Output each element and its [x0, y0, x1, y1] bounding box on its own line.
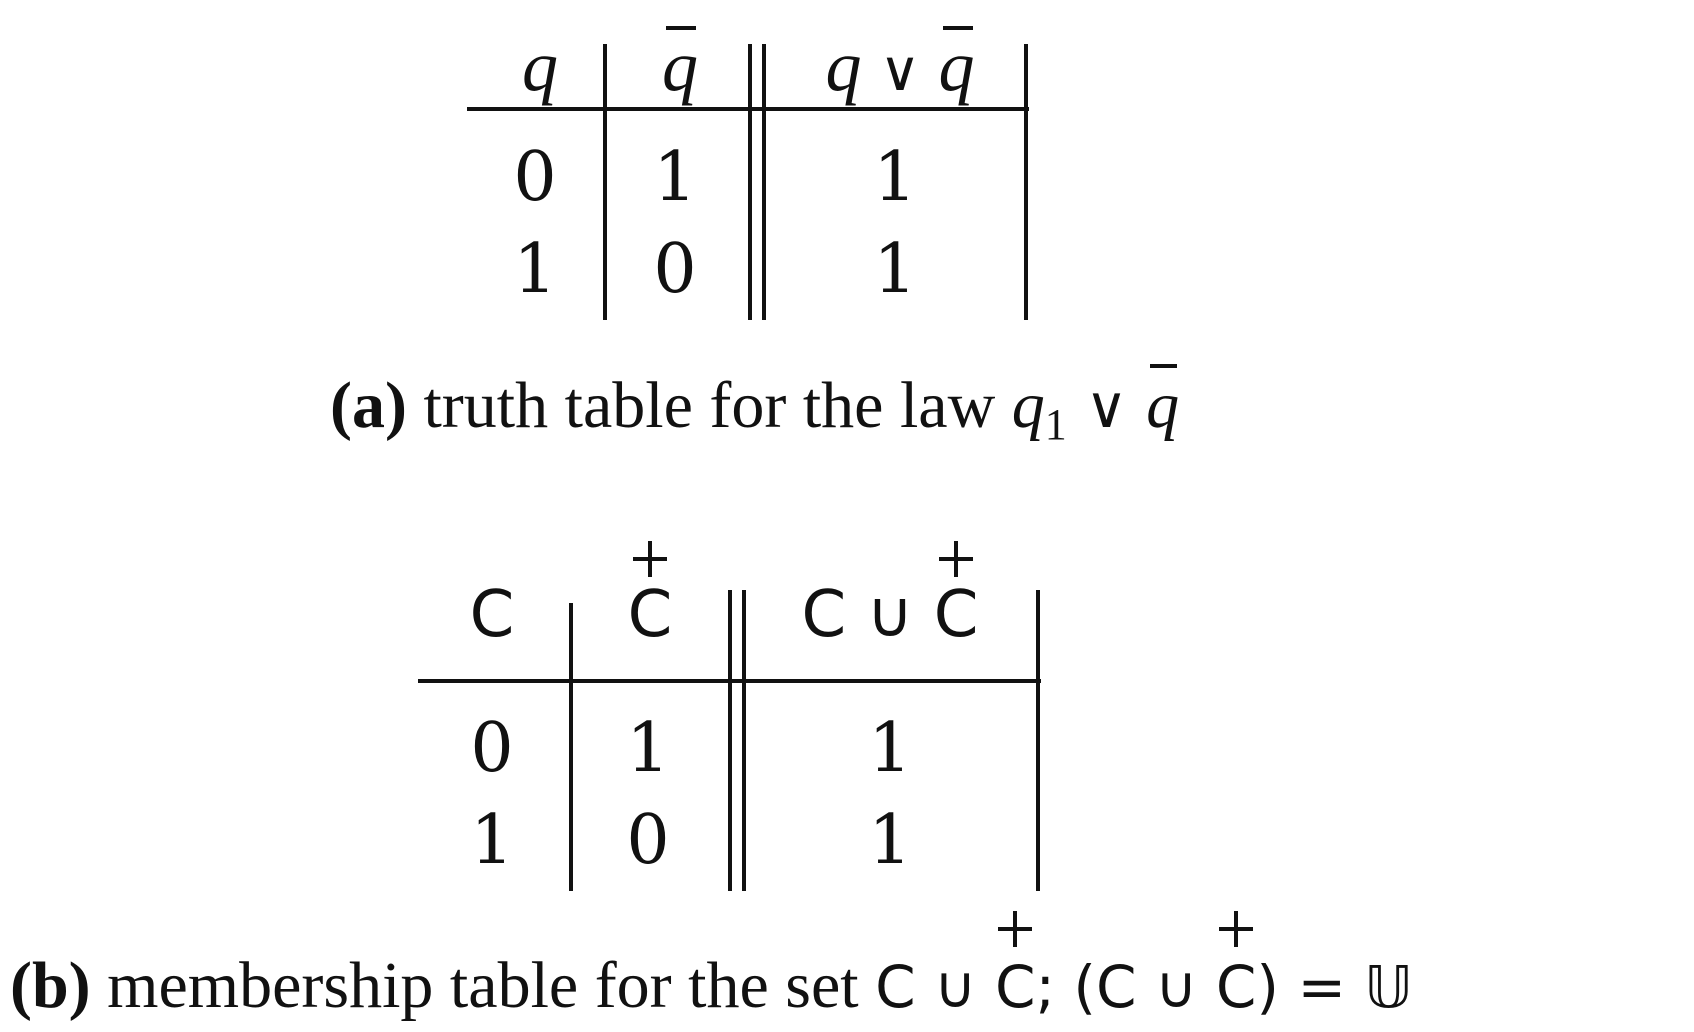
header-C: C: [469, 578, 515, 652]
cell-a-r1-c3: 1: [873, 138, 917, 217]
col-rule-a3: [762, 44, 766, 320]
col-rule-a4: [1024, 44, 1028, 320]
col-rule-b2: [728, 590, 732, 891]
caption-b-math-e: ) =: [1256, 953, 1365, 1021]
cell-b-r1-c1: 0: [470, 709, 514, 788]
cell-a-r1-c2: 1: [653, 138, 697, 217]
header-C-union: C ∪ C: [801, 578, 979, 652]
header-q: q: [522, 26, 558, 106]
cell-b-r1-c2: 1: [626, 709, 670, 788]
cell-a-r2-c2: 0: [653, 230, 697, 309]
col-rule-b4: [1036, 590, 1040, 891]
cell-b-r1-c3: 1: [868, 709, 912, 788]
col-rule-a2: [748, 44, 752, 320]
caption-a-text: truth table for the law: [423, 369, 1012, 442]
caption-b-universe: 𝕌: [1364, 953, 1413, 1021]
caption-a: (a) truth table for the law q1 ∨ q: [330, 364, 1180, 450]
caption-b: (b) membership table for the set C ∪ C; …: [10, 948, 1413, 1024]
cell-b-r2-c3: 1: [868, 801, 912, 880]
header-C-complement: C: [627, 578, 673, 652]
caption-b-label: (b): [10, 949, 91, 1022]
caption-a-var2: q: [1146, 364, 1180, 442]
cell-a-r2-c3: 1: [873, 230, 917, 309]
cell-a-r2-c1: 1: [513, 230, 557, 309]
caption-a-sub: 1: [1044, 400, 1067, 449]
cell-b-r2-c1: 1: [470, 801, 514, 880]
cell-b-r2-c2: 0: [626, 801, 670, 880]
cell-a-r1-c1: 0: [513, 138, 557, 217]
header-q-or-not-q: q ∨ q: [825, 26, 975, 106]
header-not-q: q: [662, 26, 698, 106]
col-rule-b1: [569, 603, 573, 891]
caption-b-math-d: C: [1215, 953, 1257, 1021]
caption-a-var: q: [1011, 369, 1045, 442]
col-rule-a1: [603, 44, 607, 320]
caption-a-op: ∨: [1066, 373, 1147, 441]
col-rule-b3: [742, 590, 746, 891]
caption-b-math-b: C: [994, 953, 1036, 1021]
caption-b-math-a: C ∪: [875, 953, 995, 1021]
caption-a-label: (a): [330, 369, 407, 442]
caption-b-math-c: ; (C ∪: [1035, 953, 1216, 1021]
caption-b-text: membership table for the set: [107, 949, 876, 1022]
